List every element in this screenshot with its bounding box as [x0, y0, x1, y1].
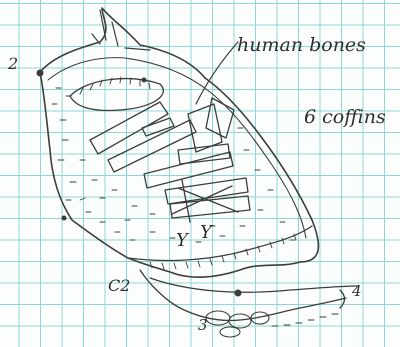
bone-long-3 — [144, 152, 233, 188]
point-left-dot — [62, 216, 67, 221]
label-leader-line — [196, 42, 238, 104]
human-bones-label: human bones — [237, 36, 366, 55]
bottom-dash-line — [272, 314, 338, 326]
bone-long-5 — [170, 196, 250, 218]
channel-line — [150, 278, 358, 292]
lower-band-ticks — [150, 234, 296, 269]
bottom-stones — [206, 311, 269, 337]
marker-3-label: 3 — [198, 318, 208, 333]
marker-c2-label: C2 — [108, 278, 130, 294]
bone-group — [90, 98, 250, 222]
marker-4-label: 4 — [352, 284, 362, 299]
coffins-label: 6 coffins — [304, 108, 386, 127]
point-lower-dot — [235, 290, 242, 297]
point-oval-dot — [142, 78, 147, 83]
top-peak-strokes — [92, 10, 150, 50]
point-2-dot — [37, 70, 44, 77]
bone-small-1 — [142, 118, 174, 136]
marker-2-label: 2 — [8, 56, 18, 72]
y-mark-right: Y — [200, 224, 212, 242]
lower-extension — [140, 270, 346, 321]
y-mark-left: Y — [176, 232, 188, 250]
lower-band — [128, 226, 312, 260]
fill-hatching — [52, 88, 295, 242]
